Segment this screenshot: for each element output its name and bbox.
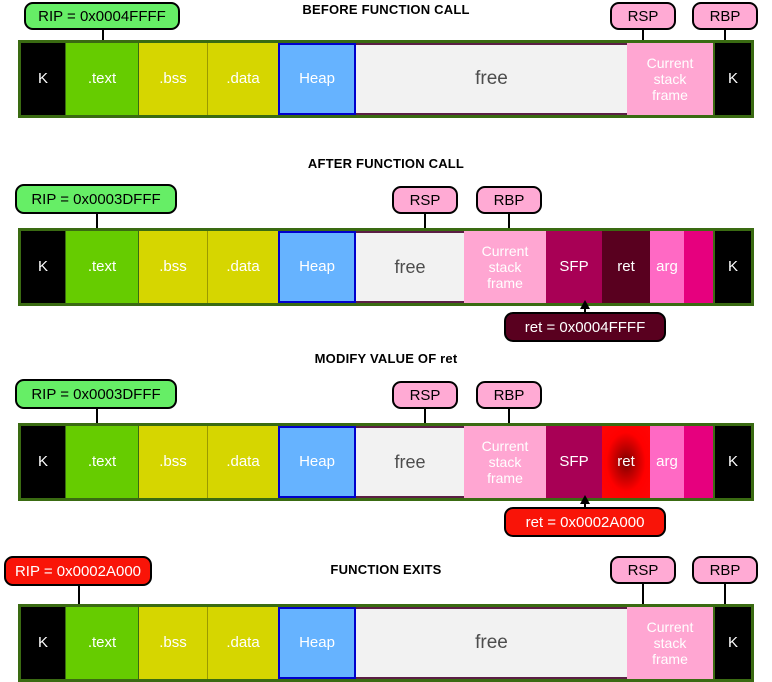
segment-current-stack-frame: Current stack frame: [627, 43, 713, 115]
segment-sfp: SFP: [546, 231, 602, 303]
panel-before-function-call: BEFORE FUNCTION CALL RIP = 0x0004FFFF RS…: [0, 0, 772, 150]
segment-text: .text: [65, 43, 139, 115]
segment-bss: .bss: [139, 231, 208, 303]
segment-data: .data: [208, 426, 278, 498]
csf-line-1: Current: [481, 242, 529, 259]
panel-function-exits: FUNCTION EXITS RIP = 0x0002A000 RSP RBP …: [0, 540, 772, 682]
segment-data: .data: [208, 607, 278, 679]
segment-free: free: [356, 231, 464, 303]
segment-kernel-low: K: [21, 607, 65, 679]
csf-line-2: stack: [653, 70, 687, 87]
csf-line-3: frame: [487, 470, 523, 487]
memory-bar-exits: K .text .bss .data Heap free Current sta…: [18, 604, 754, 682]
rip-badge-before: RIP = 0x0004FFFF: [24, 2, 180, 30]
segment-data: .data: [208, 231, 278, 303]
segment-bss: .bss: [139, 607, 208, 679]
panel-title-after: AFTER FUNCTION CALL: [307, 156, 465, 171]
segment-current-stack-frame: Current stack frame: [464, 231, 546, 303]
csf-line-3: frame: [652, 651, 688, 668]
segment-heap: Heap: [278, 426, 356, 498]
rip-badge-after: RIP = 0x0003DFFF: [15, 184, 177, 214]
segment-text: .text: [65, 426, 139, 498]
segment-kernel-high: K: [713, 231, 751, 303]
segment-current-stack-frame: Current stack frame: [464, 426, 546, 498]
panel-title-modify: MODIFY VALUE OF ret: [314, 351, 458, 366]
panel-after-function-call: AFTER FUNCTION CALL RIP = 0x0003DFFF RSP…: [0, 150, 772, 345]
segment-arg: arg: [650, 231, 684, 303]
segment-ret-modified: ret: [602, 426, 650, 498]
segment-kernel-high: K: [713, 426, 751, 498]
segment-kernel-high: K: [713, 43, 751, 115]
segment-bss: .bss: [139, 43, 208, 115]
csf-line-2: stack: [653, 634, 687, 651]
csf-line-1: Current: [481, 437, 529, 454]
panel-modify-value-of-ret: MODIFY VALUE OF ret RIP = 0x0003DFFF RSP…: [0, 345, 772, 540]
segment-heap: Heap: [278, 607, 356, 679]
rip-badge-exits: RIP = 0x0002A000: [4, 556, 152, 586]
segment-current-stack-frame: Current stack frame: [627, 607, 713, 679]
rbp-connector-exits: [720, 584, 730, 614]
rip-connector-exits: [74, 586, 84, 614]
segment-bss: .bss: [139, 426, 208, 498]
csf-line-1: Current: [646, 54, 694, 71]
rsp-connector-exits: [638, 584, 648, 614]
segment-free: free: [356, 607, 627, 679]
segment-padding: [684, 426, 713, 498]
rbp-badge-modify: RBP: [476, 381, 542, 409]
segment-kernel-low: K: [21, 231, 65, 303]
memory-bar-before: K .text .bss .data Heap free Current sta…: [18, 40, 754, 118]
segment-data: .data: [208, 43, 278, 115]
rbp-badge-exits: RBP: [692, 556, 758, 584]
rbp-badge-before: RBP: [692, 2, 758, 30]
memory-bar-modify: K .text .bss .data Heap free Current sta…: [18, 423, 754, 501]
segment-arg: arg: [650, 426, 684, 498]
segment-sfp: SFP: [546, 426, 602, 498]
memory-bar-after: K .text .bss .data Heap free Current sta…: [18, 228, 754, 306]
segment-text: .text: [65, 607, 139, 679]
segment-ret: ret: [602, 231, 650, 303]
csf-line-3: frame: [652, 87, 688, 104]
segment-text: .text: [65, 231, 139, 303]
segment-heap: Heap: [278, 43, 356, 115]
csf-line-3: frame: [487, 275, 523, 292]
segment-padding: [684, 231, 713, 303]
csf-line-1: Current: [646, 618, 694, 635]
panel-title-before: BEFORE FUNCTION CALL: [302, 2, 470, 17]
panel-title-exits: FUNCTION EXITS: [330, 562, 442, 577]
segment-kernel-high: K: [713, 607, 751, 679]
rsp-badge-modify: RSP: [392, 381, 458, 409]
segment-free: free: [356, 43, 627, 115]
rsp-badge-after: RSP: [392, 186, 458, 214]
segment-free: free: [356, 426, 464, 498]
segment-kernel-low: K: [21, 43, 65, 115]
ret-badge-after: ret = 0x0004FFFF: [504, 312, 666, 342]
csf-line-2: stack: [488, 258, 522, 275]
rsp-badge-exits: RSP: [610, 556, 676, 584]
csf-line-2: stack: [488, 453, 522, 470]
segment-kernel-low: K: [21, 426, 65, 498]
rbp-badge-after: RBP: [476, 186, 542, 214]
rsp-badge-before: RSP: [610, 2, 676, 30]
rip-badge-modify: RIP = 0x0003DFFF: [15, 379, 177, 409]
segment-heap: Heap: [278, 231, 356, 303]
ret-badge-modify: ret = 0x0002A000: [504, 507, 666, 537]
